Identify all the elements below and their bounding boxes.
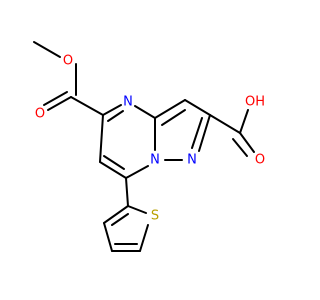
bond-c6-c5	[99, 114, 104, 163]
bond-c3a-c3-a	[154, 99, 186, 119]
bond-ester-c5	[70, 96, 104, 116]
bond-c3a-c3-b	[161, 109, 186, 126]
bond-acid-c-oh	[239, 109, 249, 134]
bond-c4-c3	[103, 222, 113, 252]
bond-acid-c-o-b	[232, 138, 248, 157]
bond-c3-c2-a	[103, 205, 129, 224]
atom-ester-o-carbonyl: O	[35, 107, 45, 122]
bond-c7-c6-a	[99, 161, 127, 179]
bond-c7-thiophene	[125, 177, 129, 207]
atom-pyrazole-n: N	[187, 153, 197, 168]
bond-c5-n4-a	[102, 104, 122, 116]
bond-c5-n4-b	[107, 110, 124, 122]
bond-acid-c-o-a	[239, 132, 255, 153]
bond-bridge-n-c7	[125, 165, 149, 179]
bond-c3-c2-b	[111, 213, 129, 226]
atom-bridge-n: N	[150, 153, 160, 168]
atom-acid-oh: OH	[245, 95, 265, 110]
bond-c2-acid-c	[209, 114, 241, 134]
bond-s-c5	[139, 224, 149, 252]
bond-methyl	[33, 41, 61, 58]
atom-acid-o-carbonyl: O	[255, 153, 265, 168]
bond-layer	[33, 41, 255, 252]
atom-pyrimidine-n4: N	[123, 95, 133, 110]
bond-c7-c6-b	[103, 155, 125, 170]
atom-ester-o-methyl: O	[63, 54, 73, 69]
bond-carbonyl-o-a	[47, 96, 72, 111]
bond-thio-c2-s	[127, 205, 147, 214]
atom-thiophene-s: S	[151, 209, 159, 224]
bond-c2-n1-b	[191, 117, 203, 149]
molecule-structure-diagram: O O N N N OH O S	[33, 41, 265, 252]
bond-carbonyl-o-b	[43, 91, 68, 106]
bond-c3-c2	[184, 99, 211, 116]
bond-c2-n1-a	[198, 114, 211, 152]
bond-n4-c3a	[134, 105, 156, 119]
